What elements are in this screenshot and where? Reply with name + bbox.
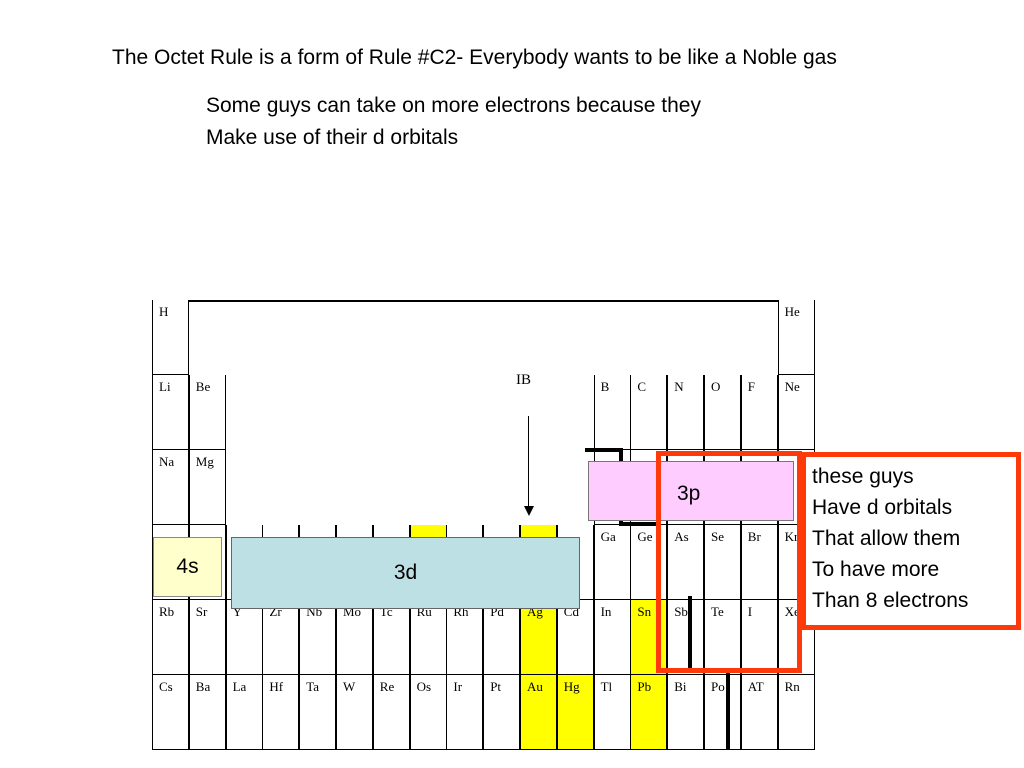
element-cell: Ge <box>630 525 668 600</box>
element-cell: Na <box>152 450 189 525</box>
element-cell: Ta <box>299 675 337 750</box>
element-cell: Hg <box>556 675 594 750</box>
element-cell: Sn <box>630 600 668 675</box>
metal-divider-line <box>619 522 657 526</box>
metal-divider-line <box>688 596 692 672</box>
element-cell: Se <box>704 525 741 600</box>
element-cell: Ag <box>520 600 557 675</box>
element-cell: He <box>777 300 815 375</box>
element-cell: Br <box>740 525 778 600</box>
element-cell: Ba <box>188 675 226 750</box>
group-label-ib: IB <box>516 372 531 388</box>
p-block-label: 3p <box>588 461 794 521</box>
element-cell: Nb <box>299 600 337 675</box>
subtext-line-1: Some guys can take on more electrons bec… <box>206 94 701 117</box>
element-cell: Ru <box>409 600 447 675</box>
element-cell: Pb <box>630 675 668 750</box>
element-cell: Bi <box>667 675 705 750</box>
element-cell: Ga <box>593 525 631 600</box>
element-cell: Y <box>225 600 263 675</box>
element-cell: F <box>740 375 778 450</box>
element-cell: Po <box>704 675 741 750</box>
element-cell: Os <box>409 675 447 750</box>
element-cell: AT <box>740 675 778 750</box>
element-cell: Rb <box>152 600 189 675</box>
element-cell: Mo <box>336 600 373 675</box>
element-cell: Cs <box>152 675 189 750</box>
note-box <box>801 452 1021 630</box>
element-cell: Re <box>372 675 410 750</box>
element-cell: Cd <box>556 600 594 675</box>
note-line-2: Have d orbitals <box>812 496 953 519</box>
slide-title: The Octet Rule is a form of Rule #C2- Ev… <box>112 46 837 69</box>
element-cell: H <box>152 300 189 375</box>
group-arrow-head-icon <box>524 506 534 516</box>
element-cell: In <box>593 600 631 675</box>
element-cell: La <box>225 675 263 750</box>
metal-divider-line <box>585 448 621 452</box>
element-cell: B <box>593 375 631 450</box>
element-cell: Sr <box>188 600 226 675</box>
note-line-3: That allow them <box>812 527 961 550</box>
element-cell: Mg <box>188 450 226 525</box>
element-cell: Li <box>152 375 189 450</box>
element-cell: Tc <box>372 600 410 675</box>
d-block-label: 3d <box>231 537 580 609</box>
metal-divider-line <box>726 672 730 749</box>
element-cell: Ir <box>446 675 484 750</box>
element-cell: W <box>336 675 373 750</box>
element-cell: Sb <box>667 600 705 675</box>
element-cell: Au <box>520 675 557 750</box>
element-cell: As <box>667 525 705 600</box>
s-block-label: 4s <box>153 537 222 597</box>
group-arrow-shaft <box>528 416 529 508</box>
element-cell: Tl <box>593 675 631 750</box>
element-cell: Rh <box>446 600 484 675</box>
element-cell: C <box>630 375 668 450</box>
element-cell: Hf <box>262 675 300 750</box>
note-line-5: Than 8 electrons <box>812 589 969 612</box>
element-cell: I <box>740 600 778 675</box>
element-cell: Be <box>188 375 226 450</box>
element-cell: Zr <box>262 600 300 675</box>
note-line-4: To have more <box>812 558 940 581</box>
highlight-column-box <box>656 451 802 673</box>
note-line-1: these guys <box>812 465 914 488</box>
element-cell: Pt <box>483 675 521 750</box>
element-cell: N <box>667 375 705 450</box>
element-cell: Pd <box>483 600 521 675</box>
subtext-line-2: Make use of their d orbitals <box>206 126 459 149</box>
element-cell: Te <box>704 600 741 675</box>
element-cell: Rn <box>777 675 815 750</box>
element-cell: O <box>704 375 741 450</box>
element-cell: Ne <box>777 375 815 450</box>
